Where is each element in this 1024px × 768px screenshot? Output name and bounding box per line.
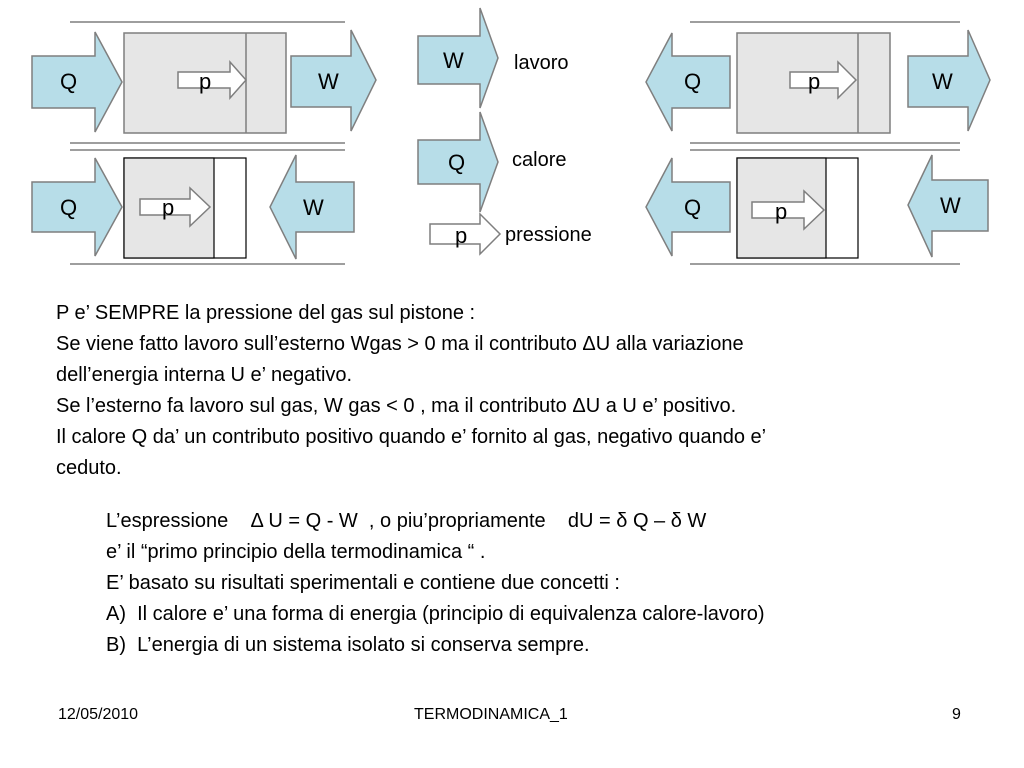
panel-top-left: Q W p (31, 21, 377, 144)
panel-bottom-left: Q W p (31, 149, 355, 265)
arrow-label-p: p (808, 69, 820, 94)
arrow-label-q: Q (684, 69, 701, 94)
legend-heat-arrow (417, 111, 499, 213)
first-law-line: A) Il calore e’ una forma di energia (pr… (106, 603, 765, 625)
work-out-arrow (290, 29, 377, 132)
arrow-label-q: Q (60, 195, 77, 220)
legend-pressure-arrow (429, 212, 502, 256)
arrow-label-p: p (199, 69, 211, 94)
legend-work-label: lavoro (514, 52, 568, 74)
first-law-line: e’ il “primo principio della termodinami… (106, 541, 486, 563)
legend-heat-label: calore (512, 149, 566, 171)
explanation-line: Se viene fatto lavoro sull’esterno Wgas … (56, 333, 744, 355)
work-out-arrow (907, 29, 991, 132)
arrow-label-w: W (932, 69, 953, 94)
arrow-label-p: p (162, 195, 174, 220)
heat-in-arrow (31, 31, 123, 133)
explanation-line: Se l’esterno fa lavoro sul gas, W gas < … (56, 395, 737, 417)
explanation-line: Il calore Q da’ un contributo positivo q… (56, 426, 767, 448)
arrow-label-q: Q (684, 195, 701, 220)
work-in-arrow (269, 154, 355, 260)
panel-bottom-right: Q W p (645, 149, 989, 265)
heat-out-arrow (645, 32, 731, 132)
legend-pressure-symbol: p (455, 223, 467, 248)
arrow-label-q: Q (60, 69, 77, 94)
pressure-arrow (177, 60, 248, 100)
legend: W lavoro Q calore p pressione (417, 7, 592, 256)
legend-work-symbol: W (443, 48, 464, 73)
pressure-arrow (139, 186, 212, 228)
explanation-line: P e’ SEMPRE la pressione del gas sul pis… (56, 302, 476, 324)
arrow-label-w: W (303, 195, 324, 220)
explanation-line: dell’energia interna U e’ negativo. (56, 364, 353, 386)
explanation-line: ceduto. (56, 457, 122, 479)
first-law-line: E’ basato su risultati sperimentali e co… (106, 572, 620, 594)
footer-date: 12/05/2010 (58, 706, 139, 723)
first-law-text: L’espressione Δ U = Q - W , o piu’propri… (106, 506, 986, 661)
legend-heat-symbol: Q (448, 150, 465, 175)
arrow-label-p: p (775, 199, 787, 224)
pressure-arrow (751, 189, 826, 231)
first-law-line: B) L’energia di un sistema isolato si co… (106, 634, 590, 656)
footer-title: TERMODINAMICA_1 (414, 706, 568, 723)
work-in-arrow (907, 154, 989, 258)
heat-out-arrow (645, 157, 731, 257)
arrow-label-w: W (318, 69, 339, 94)
heat-in-arrow (31, 157, 123, 257)
legend-work-arrow (417, 7, 499, 109)
first-law-line: L’espressione Δ U = Q - W , o piu’propri… (106, 510, 707, 532)
panel-top-right: Q W p (645, 21, 991, 144)
explanation-text: P e’ SEMPRE la pressione del gas sul pis… (56, 298, 986, 484)
pressure-arrow (789, 60, 858, 100)
footer-page-number: 9 (952, 706, 961, 723)
legend-pressure-label: pressione (505, 224, 592, 246)
arrow-label-w: W (940, 193, 961, 218)
thermodynamics-diagram: .cyl { fill:#e6e6e6; stroke:#7f7f7f; str… (31, 7, 991, 265)
